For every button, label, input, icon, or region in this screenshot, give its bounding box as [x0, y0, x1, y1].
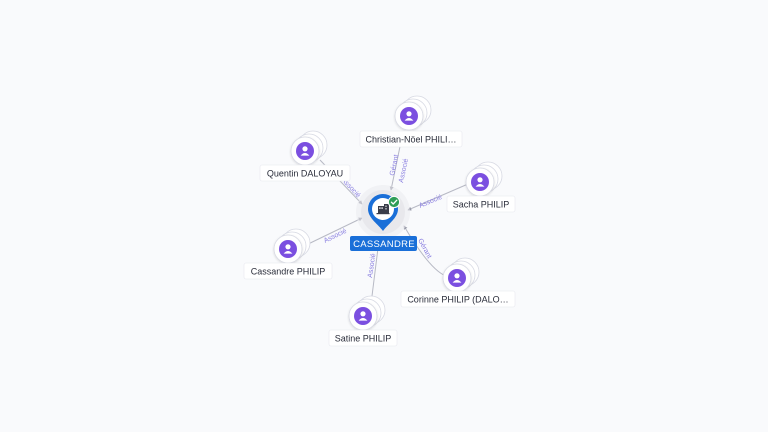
person-icon: [354, 307, 372, 325]
person-label-sacha: Sacha PHILIP: [453, 200, 510, 210]
edge-label-satine: Associé: [367, 253, 377, 278]
person-label-quentin: Quentin DALOYAU: [267, 169, 343, 179]
edge-sacha: [407, 183, 469, 211]
person-node-cassandre[interactable]: Cassandre PHILIP: [243, 228, 333, 280]
edge-label-sacha: Associé: [418, 194, 443, 210]
person-node-corinne[interactable]: Corinne PHILIP (DALO…: [400, 257, 516, 308]
person-icon: [471, 173, 489, 191]
person-icon: [448, 269, 466, 287]
company-node[interactable]: CASSANDRE: [350, 185, 417, 251]
edge-label-christian-associe: Associé: [398, 158, 410, 184]
edge-corinne: [403, 225, 447, 277]
person-node-christian[interactable]: Christian-Nöel PHILI…: [359, 95, 463, 148]
edge-cassandre: [301, 217, 363, 248]
company-label: CASSANDRE: [353, 239, 415, 250]
edge-label-christian-gerant: Gérant: [389, 154, 400, 176]
person-icon: [296, 142, 314, 160]
person-label-cassandre: Cassandre PHILIP: [251, 267, 326, 277]
person-label-corinne: Corinne PHILIP (DALO…: [407, 295, 508, 305]
person-icon: [279, 240, 297, 258]
person-icon: [400, 107, 418, 125]
check-icon: [387, 195, 401, 209]
building-icon: [376, 204, 390, 215]
person-node-quentin[interactable]: Quentin DALOYAU: [259, 130, 351, 182]
person-label-christian: Christian-Nöel PHILI…: [365, 135, 456, 145]
edge-label-cassandre: Associé: [323, 228, 348, 245]
person-node-satine[interactable]: Satine PHILIP: [328, 295, 398, 347]
person-node-sacha[interactable]: Sacha PHILIP: [446, 161, 516, 213]
person-label-satine: Satine PHILIP: [335, 334, 392, 344]
